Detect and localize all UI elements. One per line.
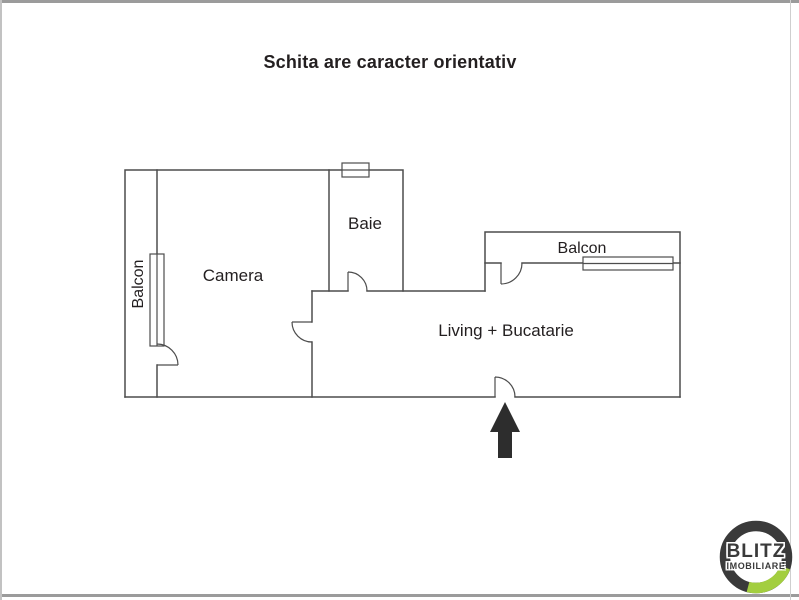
logo-subtitle-text: IMOBILIARE bbox=[726, 561, 786, 571]
frame-border-bottom bbox=[0, 594, 799, 597]
window-balcon-left bbox=[149, 253, 165, 347]
room-label-camera: Camera bbox=[202, 266, 264, 285]
frame-border-right bbox=[790, 0, 791, 600]
door-baie bbox=[347, 271, 368, 292]
door-balcon-right bbox=[500, 262, 523, 285]
window-balcon-right bbox=[582, 256, 674, 271]
logo-brand-text: BLITZ bbox=[726, 541, 786, 562]
entrance-arrow-icon bbox=[490, 402, 520, 458]
room-label-living: Living + Bucatarie bbox=[438, 321, 574, 340]
blitz-imobiliare-logo: BLITZ IMOBILIARE bbox=[716, 517, 796, 597]
room-label-baie: Baie bbox=[347, 214, 383, 233]
room-label-balcon-right: Balcon bbox=[557, 240, 607, 257]
door-entrance bbox=[494, 376, 516, 398]
logo-ring-icon bbox=[719, 520, 793, 594]
disclaimer-title: Schita are caracter orientativ bbox=[263, 52, 517, 72]
walls bbox=[124, 169, 681, 398]
frame-border-top bbox=[0, 0, 799, 3]
door-balcon-left bbox=[156, 343, 179, 366]
door-camera bbox=[291, 321, 313, 343]
room-label-balcon-left: Balcon bbox=[130, 259, 147, 309]
window-baie bbox=[341, 162, 370, 178]
frame-border-left bbox=[0, 0, 2, 600]
